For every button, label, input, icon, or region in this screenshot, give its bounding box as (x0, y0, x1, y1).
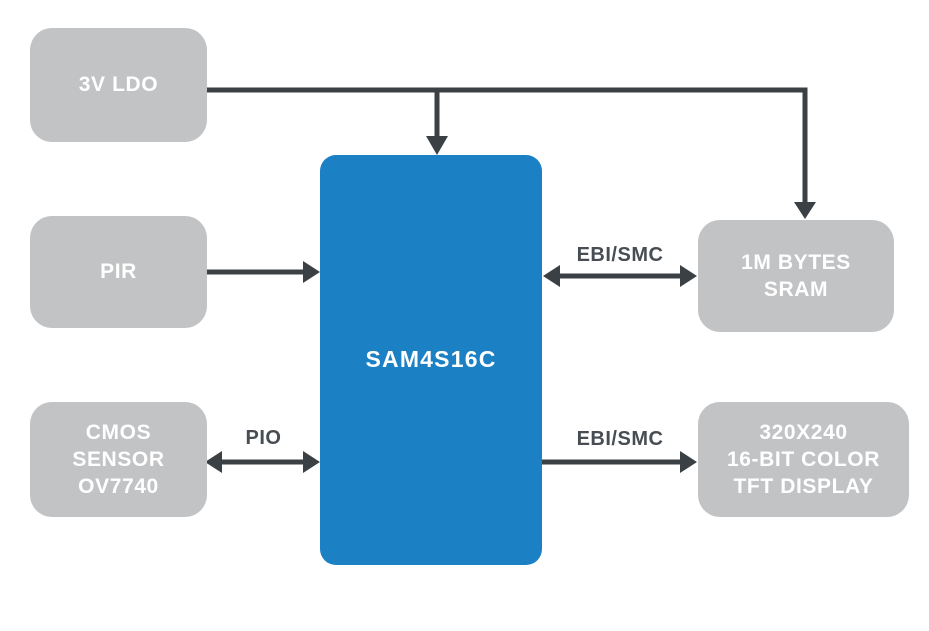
bus-label-ebi-smc-sram: EBI/SMC (576, 244, 664, 266)
block-sam4s16c-mcu: SAM4S16C (320, 155, 542, 565)
block-cmos-sensor-ov7740: CMOS SENSOR OV7740 (30, 402, 207, 517)
arrow-pio-bidirectional (205, 451, 320, 473)
bus-label-pio: PIO (245, 427, 282, 449)
bus-label-ebi-smc-tft: EBI/SMC (576, 428, 664, 450)
arrow-ebi-smc-to-tft (542, 451, 697, 473)
block-tft-display: 320X240 16-BIT COLOR TFT DISPLAY (698, 402, 909, 517)
arrow-ebi-smc-sram-bidirectional (543, 265, 697, 287)
block-3v-ldo: 3V LDO (30, 28, 207, 142)
block-pir-sensor: PIR (30, 216, 207, 328)
block-1m-bytes-sram: 1M BYTES SRAM (698, 220, 894, 332)
arrow-pir-to-cpu (207, 261, 320, 283)
